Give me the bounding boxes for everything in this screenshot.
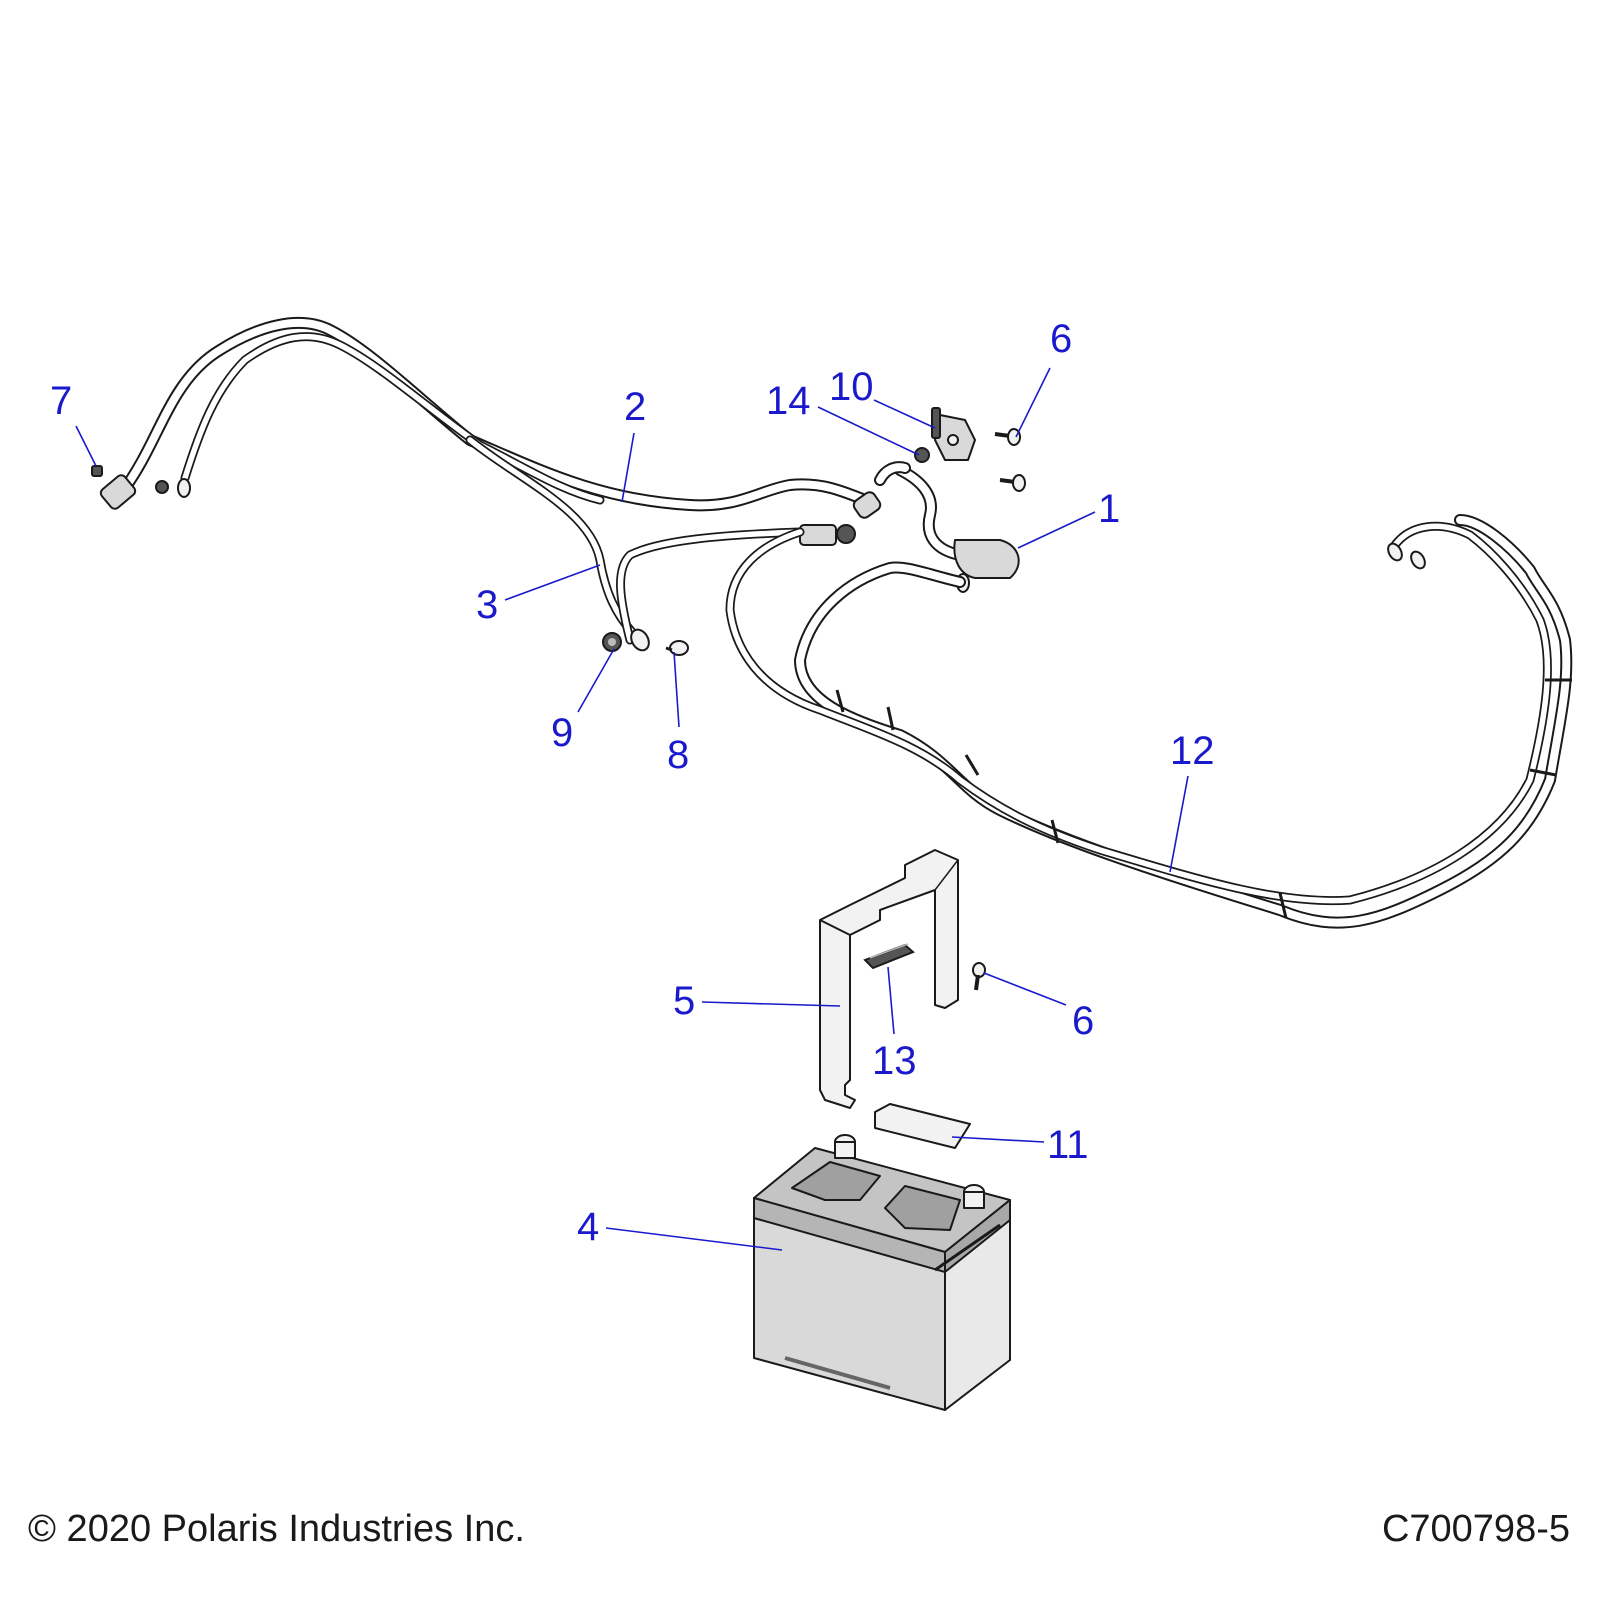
callout-9: 9	[551, 711, 573, 755]
leader-3	[504, 564, 601, 601]
callout-6b: 6	[1072, 999, 1094, 1043]
callout-7: 7	[50, 379, 72, 423]
leader-12	[1169, 775, 1189, 873]
nut-9	[602, 632, 622, 652]
callout-14: 14	[766, 379, 811, 423]
leader-8	[673, 651, 680, 728]
callout-6a: 6	[1050, 317, 1072, 361]
callout-12: 12	[1170, 729, 1215, 773]
cable-2	[99, 316, 882, 519]
leader-4	[605, 1227, 783, 1251]
leader-13	[887, 966, 895, 1035]
leader-lines	[75, 367, 1189, 1251]
cable-1	[874, 461, 1020, 593]
nut-7	[91, 465, 103, 477]
callout-2: 2	[624, 385, 646, 429]
callout-3: 3	[476, 583, 498, 627]
battery-4	[753, 1134, 1011, 1411]
nut-left-terminal	[155, 480, 169, 494]
callouts: 1 2 3 4 5 6 6 7 8 9 10 11 12 13 14	[50, 317, 1215, 1249]
leader-14	[817, 406, 920, 456]
callout-1: 1	[1098, 487, 1120, 531]
leader-6b	[983, 972, 1067, 1006]
leader-5	[701, 1001, 841, 1007]
leader-11	[951, 1136, 1045, 1143]
leader-6a	[1015, 367, 1051, 438]
cable-3	[465, 435, 856, 652]
leader-10	[873, 399, 936, 429]
screw-8	[665, 640, 689, 656]
bracket-5	[819, 849, 959, 1109]
callout-8: 8	[667, 733, 689, 777]
label-11	[874, 1103, 971, 1149]
callout-13: 13	[872, 1039, 917, 1083]
figure-id: C700798-5	[1381, 1508, 1570, 1550]
screw-6-upper	[994, 428, 1021, 446]
screw-6-upper-2	[999, 474, 1026, 492]
callout-10: 10	[829, 365, 874, 409]
leader-9	[577, 648, 615, 713]
leader-1	[1017, 511, 1096, 549]
copyright-notice: © 2020 Polaris Industries Inc.	[28, 1508, 525, 1550]
leader-7	[75, 425, 97, 467]
nut-14	[914, 447, 930, 463]
callout-4: 4	[577, 1205, 599, 1249]
bracket-10	[931, 407, 976, 461]
cable-12	[725, 514, 1573, 929]
screw-6-lower	[972, 962, 986, 991]
callout-5: 5	[673, 979, 695, 1023]
callout-11: 11	[1047, 1123, 1089, 1167]
pad-13	[863, 943, 915, 970]
leader-2	[621, 432, 635, 503]
